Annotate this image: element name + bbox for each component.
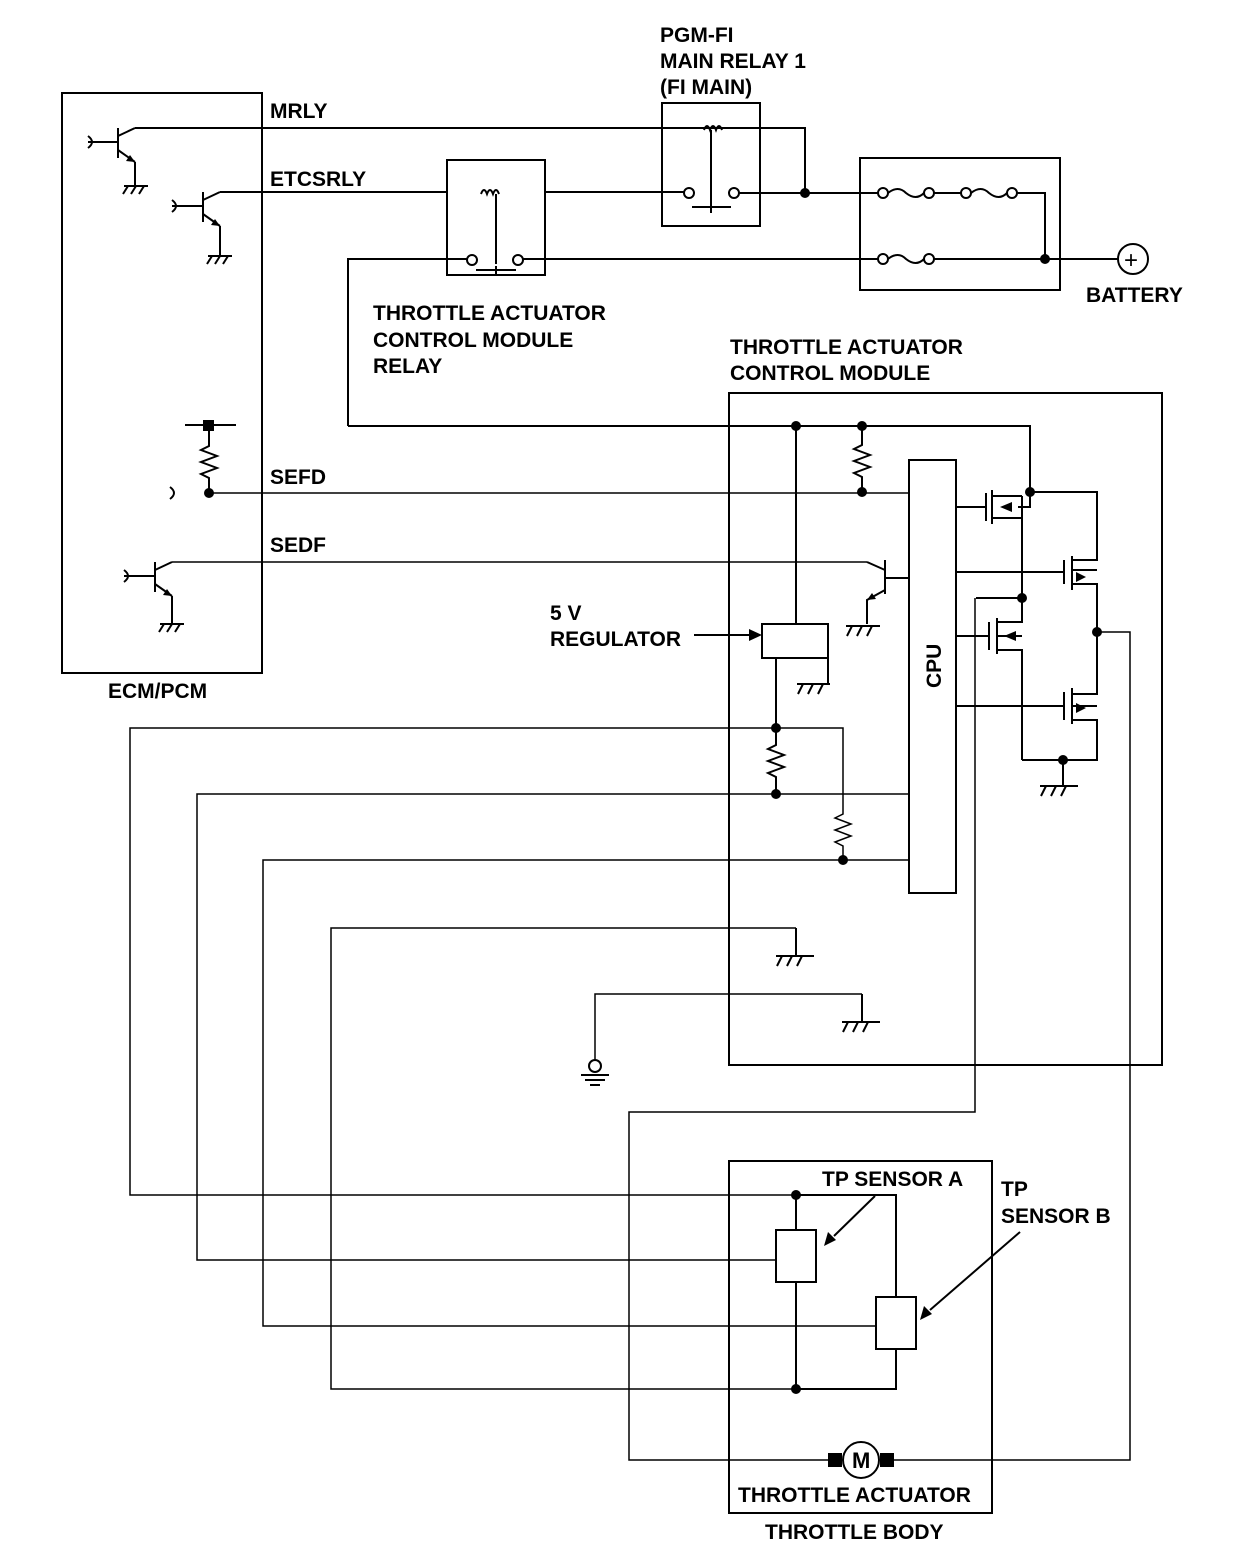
tp-sensor-a-box: [775, 1229, 817, 1283]
chassis-ground-wire: [594, 993, 862, 1060]
ecm-pcm-box: [61, 92, 263, 674]
tp-sensor-b-label-1: TP: [1001, 1178, 1028, 1201]
sefd-pullup-icon: [169, 420, 236, 500]
cpu-box: [908, 459, 957, 894]
mrly-label: MRLY: [270, 100, 328, 123]
ecm-pcm-label: ECM/PCM: [108, 680, 207, 703]
main-relay-coil-icon: [683, 125, 740, 213]
main-relay-label-2: MAIN RELAY 1: [660, 50, 806, 73]
battery-label: BATTERY: [1086, 284, 1183, 307]
sensor-ground-wire: [330, 927, 796, 1390]
main-relay-label-1: PGM-FI: [660, 24, 734, 47]
throttle-body-box: [728, 1160, 993, 1514]
tp-a-signal-wire: [196, 793, 909, 1261]
fuse-icon: [877, 187, 1018, 265]
tac-relay-label-3: RELAY: [373, 355, 442, 378]
module-power-bus: [348, 425, 1031, 492]
throttle-body-label: THROTTLE BODY: [765, 1521, 944, 1544]
sedf-receiver-transistor-icon: [846, 560, 909, 637]
tp-sensor-b-label-2: SENSOR B: [1001, 1205, 1111, 1228]
motor-icon: [828, 1441, 894, 1479]
tac-relay-coil-icon: [466, 189, 524, 274]
etcsrly-transistor-icon: [171, 191, 232, 265]
tac-relay-label-2: CONTROL MODULE: [373, 329, 573, 352]
motor-symbol: M: [852, 1448, 870, 1473]
mrly-transistor-icon: [87, 127, 148, 195]
ground-icon: [581, 1059, 609, 1086]
main-relay-label-3: (FI MAIN): [660, 76, 752, 99]
h-bridge-mosfets-icon: [956, 490, 1102, 797]
vref-a-wire: [129, 727, 796, 1196]
tac-module-label-2: CONTROL MODULE: [730, 362, 930, 385]
fuse-box: [859, 157, 1061, 291]
regulator-box: [761, 623, 829, 659]
vref-resistor-a: [765, 728, 787, 794]
main-relay-box: [661, 102, 761, 227]
tp-sensor-b-box: [875, 1296, 917, 1350]
sefd-label: SEFD: [270, 466, 326, 489]
sedf-label: SEDF: [270, 534, 326, 557]
battery-symbol: +: [1124, 247, 1138, 274]
tac-relay-wire: [347, 258, 1118, 426]
cpu-label: CPU: [923, 644, 946, 688]
throttle-actuator-label: THROTTLE ACTUATOR: [738, 1484, 971, 1507]
vref-b-wire: [776, 727, 854, 860]
tp-b-signal-wire: [262, 859, 909, 1327]
regulator-label-2: REGULATOR: [550, 628, 681, 651]
main-relay-output-wire: [739, 192, 1046, 259]
tac-module-label-1: THROTTLE ACTUATOR: [730, 336, 963, 359]
motor-wire-b: [892, 631, 1131, 1461]
motor-wire-a: [628, 598, 976, 1461]
tac-relay-label-1: THROTTLE ACTUATOR: [373, 302, 606, 325]
sedf-transistor-icon: [123, 561, 184, 633]
sefd-pullup-resistor: [851, 426, 873, 492]
etcsrly-label: ETCSRLY: [270, 168, 366, 191]
tp-sensor-a-label: TP SENSOR A: [822, 1168, 963, 1191]
mrly-wire: [135, 127, 806, 193]
tac-relay-box: [446, 159, 546, 276]
regulator-label-1: 5 V: [550, 602, 582, 625]
tac-module-box: [728, 392, 1163, 1066]
